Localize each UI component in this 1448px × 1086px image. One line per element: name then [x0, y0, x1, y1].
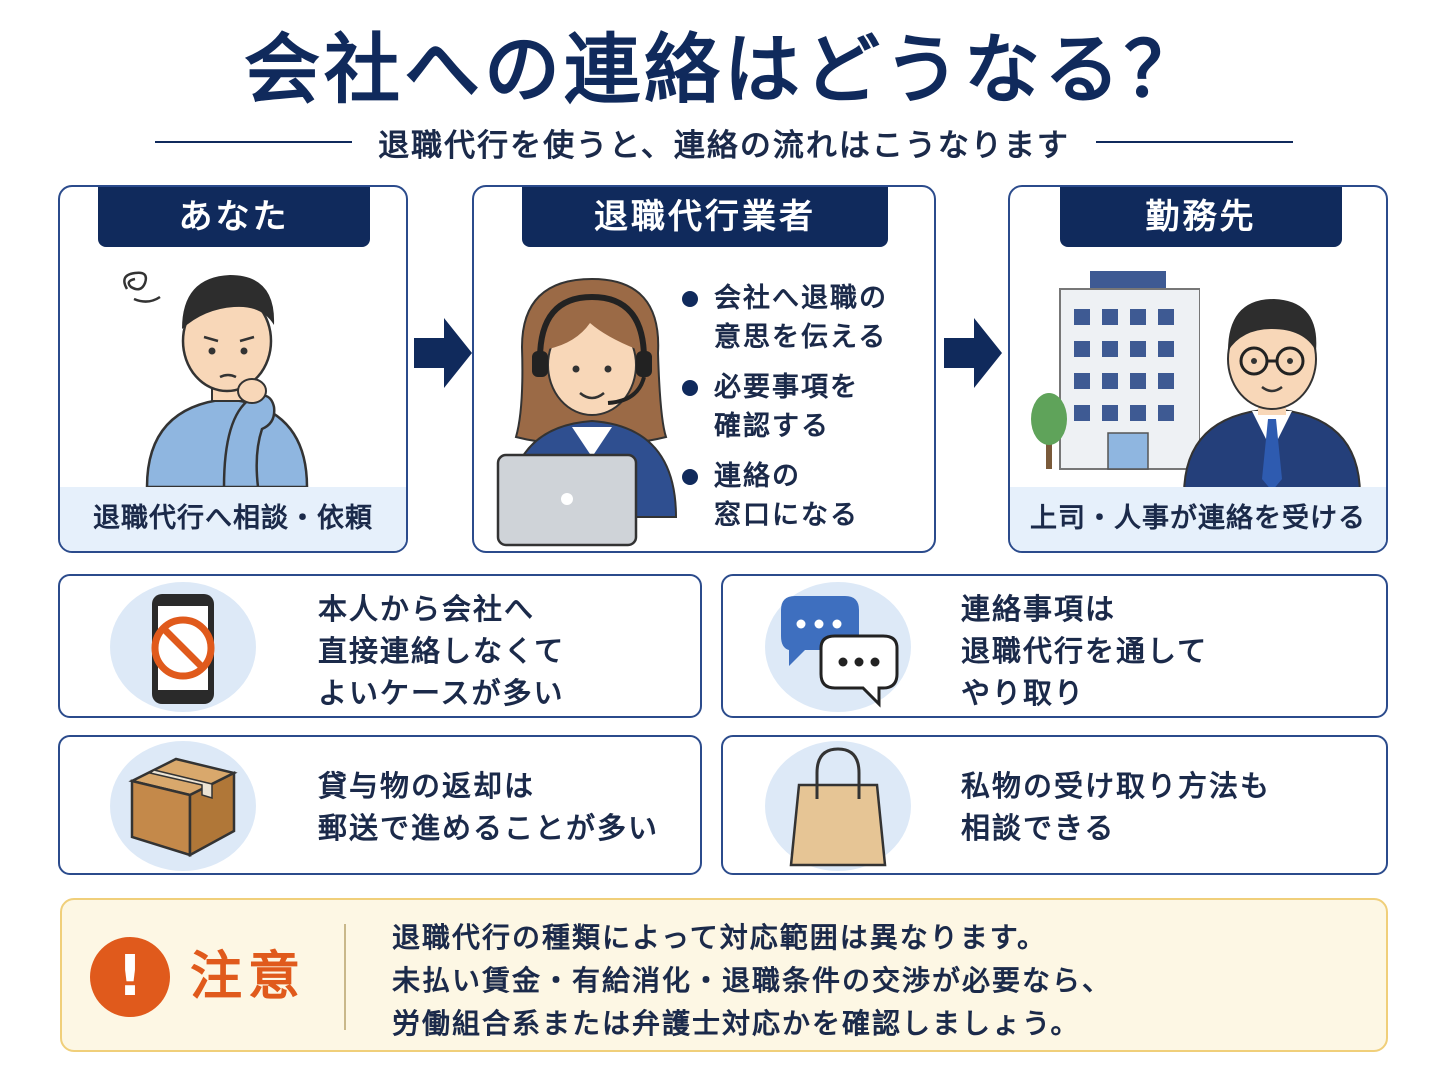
agency-task-item: 必要事項を確認する	[682, 368, 922, 446]
info-card-return-by-mail: 貸与物の返却は 郵送で進めることが多い	[58, 735, 702, 875]
info-card-via-agency: 連絡事項は 退職代行を通して やり取り	[721, 574, 1388, 718]
icon-circle	[110, 741, 256, 871]
agency-task-list: 会社へ退職の意思を伝える 必要事項を確認する 連絡の窓口になる	[682, 279, 922, 546]
office-building-icon	[1031, 271, 1200, 470]
caution-text: 退職代行の種類によって対応範囲は異なります。 未払い賃金・有給消化・退職条件の交…	[392, 921, 1113, 1040]
panel-employer: 勤務先 上司・人事が連絡を受ける	[1008, 185, 1388, 553]
panel-employer-heading: 勤務先	[1060, 187, 1342, 247]
info-card-no-direct-contact: 本人から会社へ 直接連絡しなくて よいケースが多い	[58, 574, 702, 718]
subtitle: 退職代行を使うと、連絡の流れはこうなります	[378, 127, 1070, 164]
subtitle-row: 退職代行を使うと、連絡の流れはこうなります	[155, 118, 1294, 166]
cardboard-box-icon	[128, 757, 238, 858]
panel-agency: 退職代行業者 会社へ退職の意思を伝える 必要事項を確認する 連絡の窓口になる	[472, 185, 936, 553]
page-title: 会社への連絡はどうなる？	[244, 25, 1204, 114]
agency-task-item: 会社へ退職の意思を伝える	[682, 279, 922, 357]
icon-circle	[110, 582, 256, 712]
info-card-text: 私物の受け取り方法も 相談できる	[961, 769, 1272, 845]
subtitle-rule-right	[1095, 141, 1294, 143]
panel-you: あなた 退職代行へ相談・依頼	[58, 185, 408, 553]
panel-you-caption: 退職代行へ相談・依頼	[60, 487, 406, 551]
subtitle-rule-left	[155, 141, 353, 143]
panel-agency-heading: 退職代行業者	[522, 187, 888, 247]
caution-label: 注意	[190, 947, 307, 1007]
businessman-with-glasses-icon	[1182, 299, 1362, 495]
agency-task-item: 連絡の窓口になる	[682, 457, 922, 535]
arrow-right-icon	[944, 318, 1002, 388]
icon-circle	[765, 582, 911, 712]
exclamation-icon: !	[90, 937, 170, 1017]
caution-note: ! 注意 退職代行の種類によって対応範囲は異なります。 未払い賃金・有給消化・退…	[60, 898, 1388, 1052]
panel-you-heading: あなた	[98, 187, 370, 247]
info-card-text: 本人から会社へ 直接連絡しなくて よいケースが多い	[318, 592, 566, 710]
info-card-text: 連絡事項は 退職代行を通して やり取り	[961, 592, 1209, 710]
caution-divider	[344, 924, 346, 1030]
operator-with-headset-icon	[496, 277, 678, 547]
panel-employer-caption: 上司・人事が連絡を受ける	[1010, 487, 1386, 551]
icon-circle	[765, 741, 911, 871]
arrow-right-icon	[414, 318, 472, 388]
info-card-personal-items: 私物の受け取り方法も 相談できる	[721, 735, 1388, 875]
info-card-text: 貸与物の返却は 郵送で進めることが多い	[318, 769, 660, 845]
chat-bubbles-icon	[781, 596, 899, 708]
shopping-bag-icon	[789, 747, 887, 867]
worried-man-icon	[123, 271, 309, 489]
no-phone-icon	[151, 594, 215, 704]
